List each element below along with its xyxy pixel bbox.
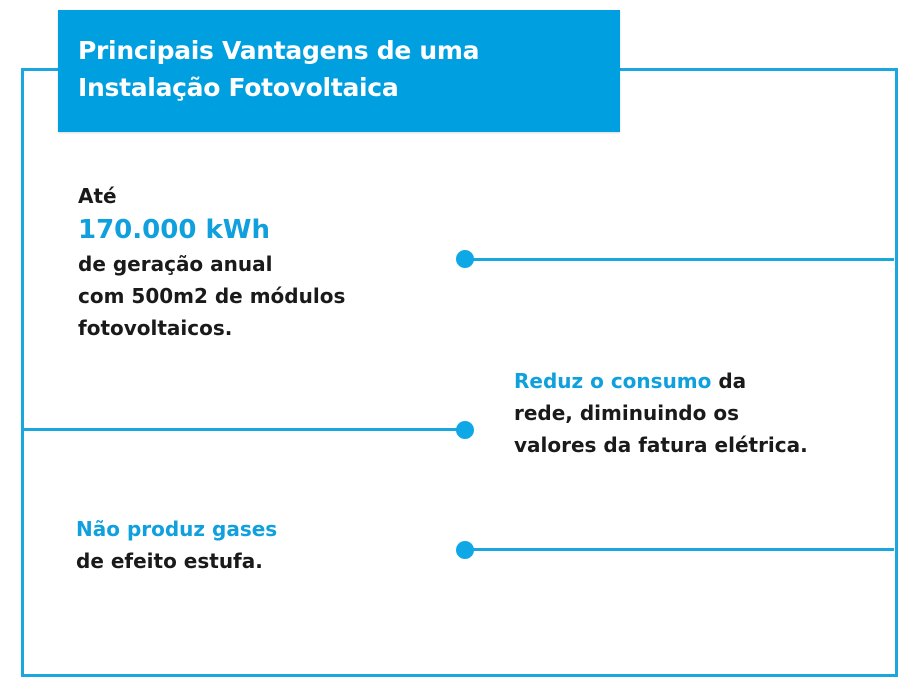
consumption-line-0: Reduz o consumo da <box>514 365 808 397</box>
emissions-line-1: de efeito estufa. <box>76 549 263 573</box>
advantage-generation: Até 170.000 kWh de geração anual com 500… <box>78 180 345 344</box>
consumption-line-1: rede, diminuindo os <box>514 401 739 425</box>
generation-line-1: de geração anual <box>78 252 273 276</box>
connector-line-2 <box>22 428 466 431</box>
connector-dot-2 <box>456 421 474 439</box>
title-box: Principais Vantagens de uma Instalação F… <box>58 10 620 132</box>
title-line-2: Instalação Fotovoltaica <box>78 73 399 102</box>
connector-dot-1 <box>456 250 474 268</box>
connector-line-1 <box>466 258 894 261</box>
advantage-emissions: Não produz gases de efeito estufa. <box>76 513 277 577</box>
generation-value: 170.000 kWh <box>78 215 270 245</box>
generation-line-2: com 500m2 de módulos <box>78 284 346 308</box>
generation-line-3: fotovoltaicos. <box>78 316 233 340</box>
emissions-highlight: Não produz gases <box>76 517 278 541</box>
title-line-1: Principais Vantagens de uma <box>78 36 480 65</box>
consumption-highlight: Reduz o consumo <box>514 369 712 393</box>
advantage-consumption: Reduz o consumo da rede, diminuindo os v… <box>514 365 808 461</box>
consumption-line-2: valores da fatura elétrica. <box>514 433 808 457</box>
connector-line-3 <box>466 548 894 551</box>
connector-dot-3 <box>456 541 474 559</box>
generation-prefix: Até <box>78 184 117 208</box>
consumption-after: da <box>711 369 747 393</box>
